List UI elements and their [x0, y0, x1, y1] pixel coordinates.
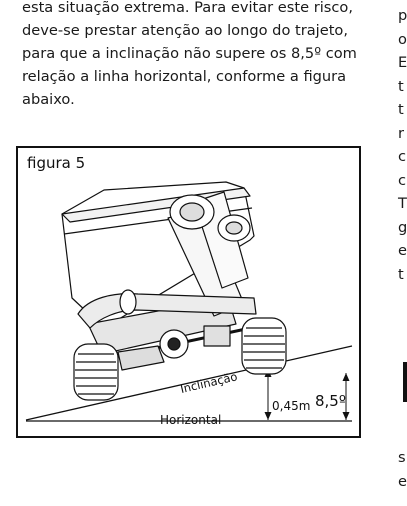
- column-fragment: g: [398, 218, 407, 236]
- column-fragment: t: [398, 265, 404, 283]
- column-fragment: T: [398, 195, 407, 212]
- column-fragment: E: [398, 54, 407, 71]
- column-fragment: s: [398, 449, 406, 466]
- adjacent-column-fragments: p o E t t r c c T g e t s e: [398, 0, 407, 506]
- column-fragment: t: [398, 77, 404, 95]
- column-fragment: c: [398, 148, 407, 165]
- column-fragment: c: [398, 171, 407, 189]
- figure-5: figura 5 Inclinação Horizontal 0,45m 8,5…: [16, 146, 361, 438]
- column-fragment: o: [398, 30, 407, 48]
- label-angle: 8,5º: [315, 392, 346, 410]
- figure-caption: figura 5: [27, 154, 86, 172]
- tilted-cart-illustration: [25, 181, 353, 422]
- column-fragment: e: [398, 242, 407, 259]
- paragraph-line: relação a linha horizontal, conforme a f…: [22, 68, 347, 85]
- label-height: 0,45m: [272, 399, 311, 413]
- grain-cart: [61, 181, 287, 401]
- column-fragment: e: [398, 473, 407, 490]
- column-fragment: r: [398, 124, 404, 142]
- column-fragment: t: [398, 101, 404, 118]
- paragraph-line: esta situação extrema. Para evitar este …: [22, 0, 353, 16]
- column-fragment: p: [398, 7, 407, 24]
- label-horizontal: Horizontal: [160, 413, 222, 427]
- paragraph-line: para que a inclinação não supere os 8,5º…: [22, 45, 357, 62]
- paragraph-line: abaixo.: [22, 91, 75, 108]
- column-black-block: [403, 362, 407, 402]
- inclined-ground-line: [25, 345, 353, 421]
- paragraph-line: deve-se prestar atenção ao longo do traj…: [22, 22, 348, 39]
- body-paragraph: esta situação extrema. Para evitar este …: [22, 0, 374, 111]
